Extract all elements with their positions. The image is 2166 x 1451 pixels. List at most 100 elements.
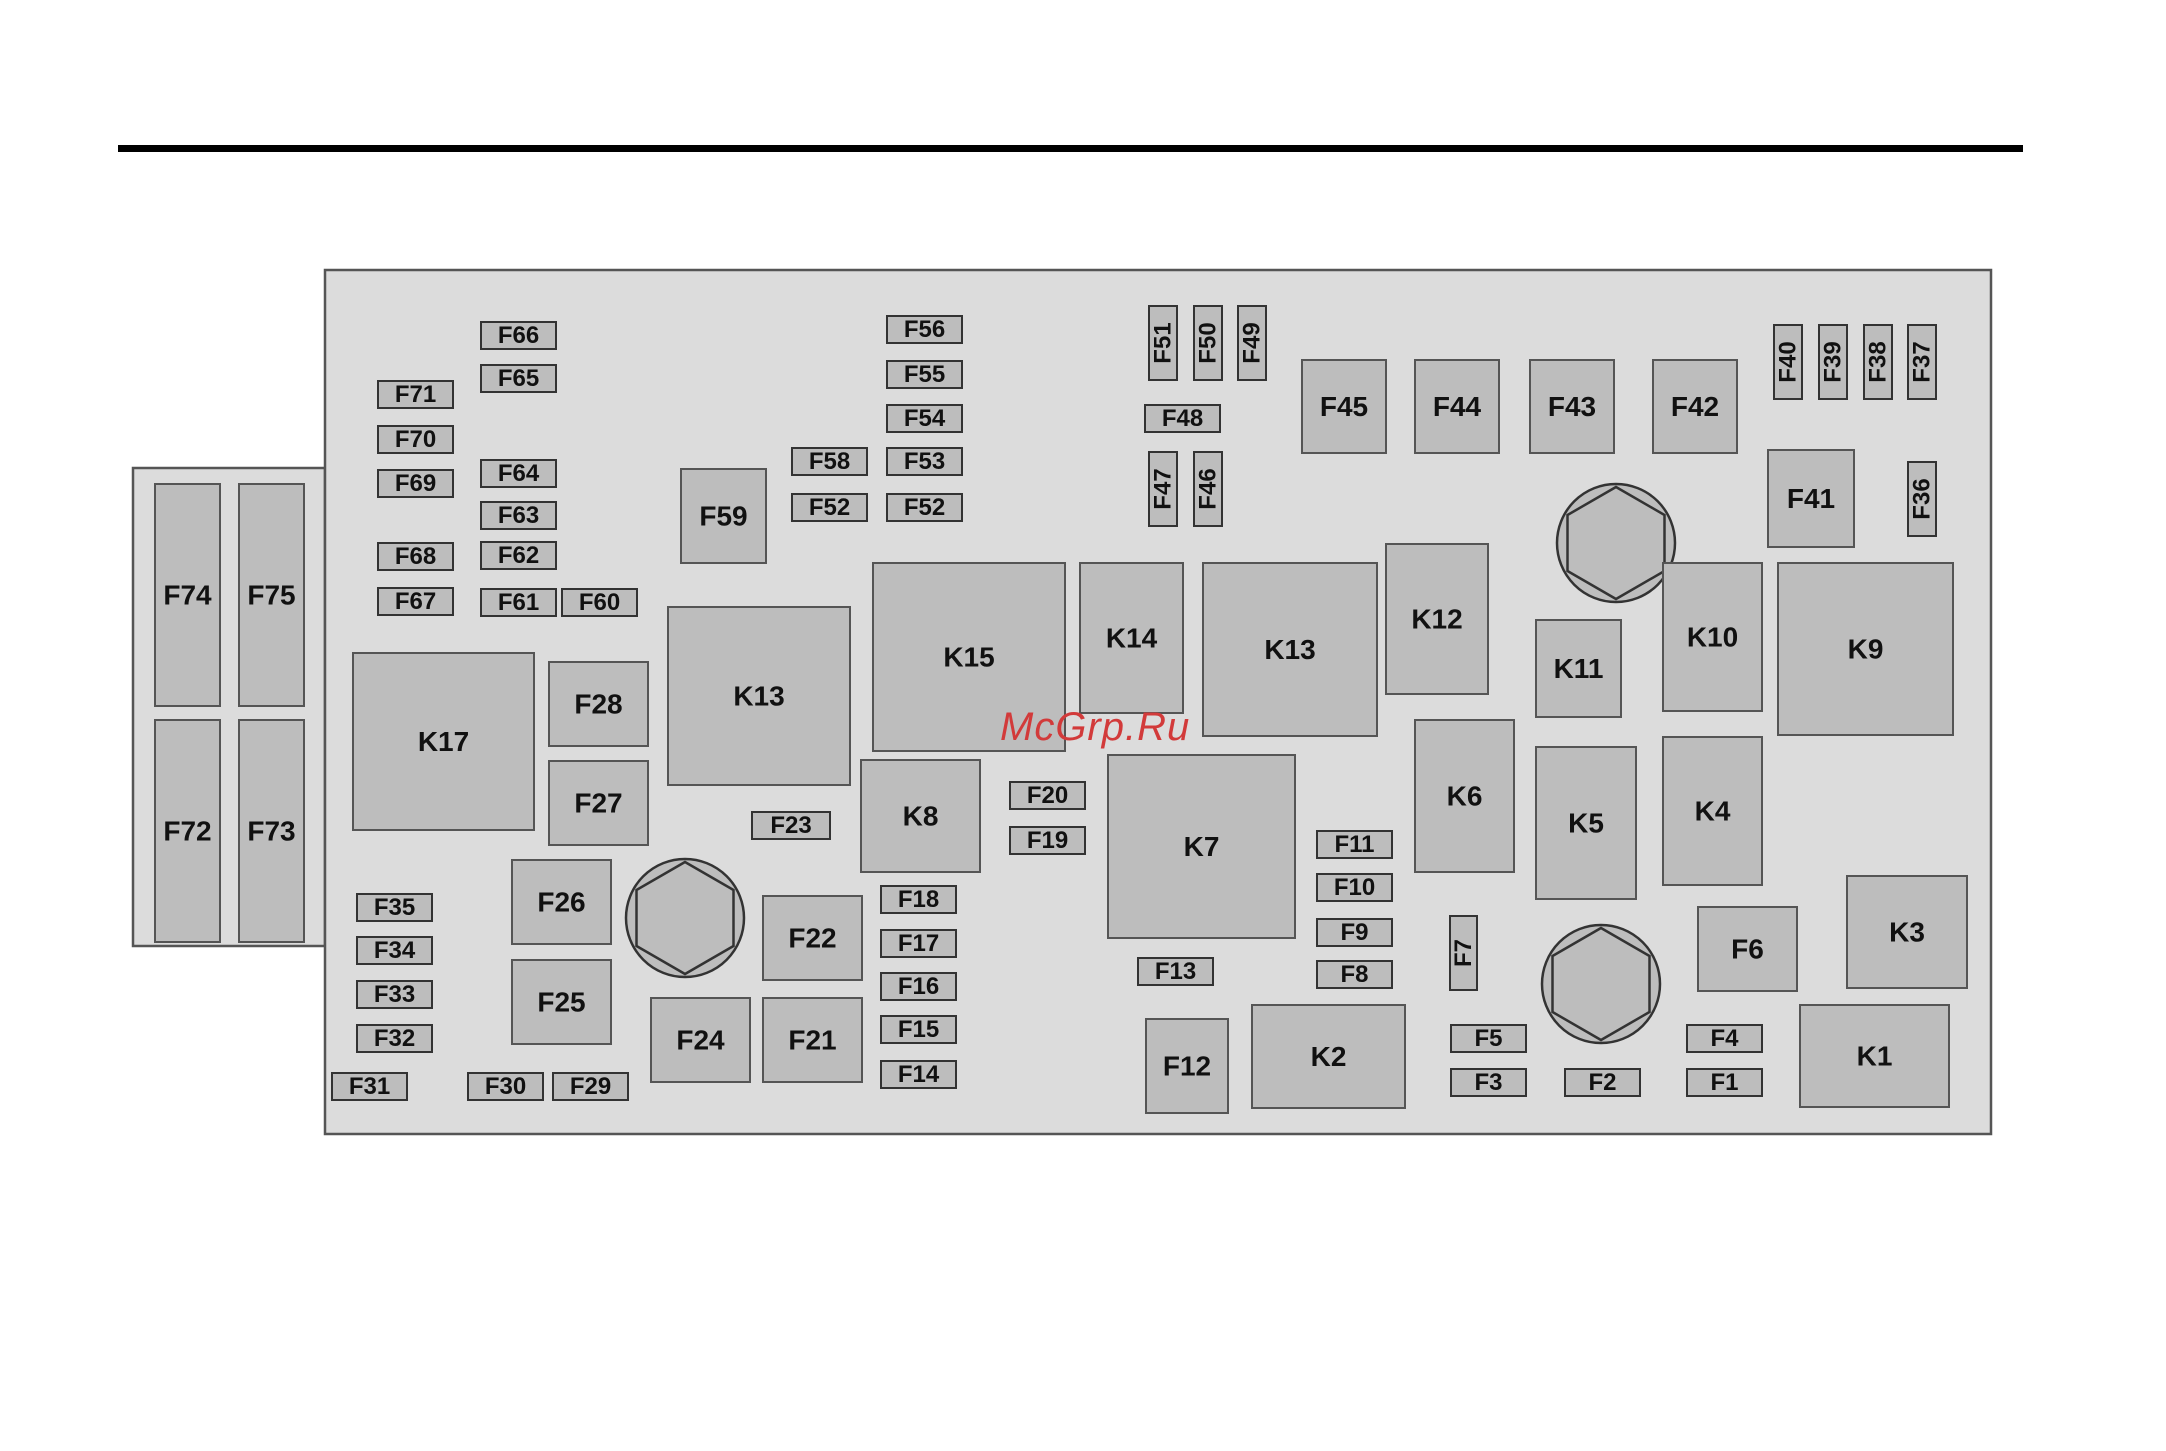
- component-outline: [238, 719, 305, 943]
- component-label: F67: [395, 588, 436, 615]
- component-label: F6: [1731, 934, 1764, 965]
- component-label: F48: [1162, 405, 1203, 432]
- component-f2: F2: [1564, 1068, 1641, 1097]
- component-outline: [1251, 1004, 1406, 1109]
- component-outline: [886, 360, 963, 389]
- component-label: F17: [898, 930, 939, 957]
- component-f29: F29: [552, 1072, 629, 1101]
- component-outline: [1144, 404, 1221, 433]
- component-f55: F55: [886, 360, 963, 389]
- component-label: K4: [1695, 796, 1731, 827]
- component-k4: K4: [1662, 736, 1763, 886]
- component-f75: F75: [238, 483, 305, 707]
- component-outline: [356, 980, 433, 1009]
- component-label: F34: [374, 937, 416, 964]
- component-label: F31: [349, 1073, 390, 1100]
- component-outline: [1450, 1024, 1527, 1053]
- component-f62: F62: [480, 541, 557, 570]
- component-label: F47: [1150, 468, 1177, 509]
- component-outline: [480, 541, 557, 570]
- component-outline: [1662, 562, 1763, 712]
- component-label: F32: [374, 1025, 415, 1052]
- component-f73: F73: [238, 719, 305, 943]
- component-outline: [548, 760, 649, 846]
- component-label: K8: [903, 801, 939, 832]
- component-label: K13: [1264, 634, 1315, 665]
- component-f10: F10: [1316, 873, 1393, 902]
- component-label: F75: [247, 580, 295, 611]
- component-f3: F3: [1450, 1068, 1527, 1097]
- component-outline: [561, 588, 638, 617]
- component-f63: F63: [480, 501, 557, 530]
- component-label: F23: [770, 812, 811, 839]
- component-outline: [762, 895, 863, 981]
- component-label: F73: [247, 816, 295, 847]
- component-label: K14: [1106, 623, 1158, 654]
- component-f41: F41: [1767, 449, 1855, 548]
- component-label: F29: [570, 1073, 611, 1100]
- component-outline: [154, 719, 221, 943]
- component-label: F52: [904, 494, 945, 521]
- component-outline: [1193, 305, 1223, 381]
- component-f30: F30: [467, 1072, 544, 1101]
- component-f12: F12: [1145, 1018, 1229, 1114]
- component-f72: F72: [154, 719, 221, 943]
- component-label: F18: [898, 886, 939, 913]
- component-f69: F69: [377, 469, 454, 498]
- component-label: F21: [788, 1025, 836, 1056]
- component-f24: F24: [650, 997, 751, 1083]
- component-f6: F6: [1697, 906, 1798, 992]
- component-outline: [886, 315, 963, 344]
- component-outline: [1799, 1004, 1950, 1108]
- component-f14: F14: [880, 1060, 957, 1089]
- component-outline: [1449, 915, 1478, 991]
- component-outline: [762, 997, 863, 1083]
- component-outline: [880, 1060, 957, 1089]
- component-f16: F16: [880, 972, 957, 1001]
- watermark: McGrp.Ru: [1000, 705, 1191, 749]
- component-f74: F74: [154, 483, 221, 707]
- component-label: F69: [395, 470, 436, 497]
- component-label: F70: [395, 426, 436, 453]
- component-outline: [886, 404, 963, 433]
- component-f26: F26: [511, 859, 612, 945]
- component-label: F16: [898, 973, 939, 1000]
- component-label: F25: [537, 987, 585, 1018]
- component-label: F44: [1433, 391, 1482, 422]
- component-label: F61: [498, 589, 539, 616]
- component-f50: F50: [1193, 305, 1223, 381]
- component-label: F11: [1334, 831, 1374, 858]
- component-label: F45: [1320, 391, 1368, 422]
- component-f32: F32: [356, 1024, 433, 1053]
- component-outline: [1316, 918, 1393, 947]
- component-outline: [1148, 305, 1178, 381]
- component-label: F51: [1150, 322, 1177, 363]
- component-outline: [1145, 1018, 1229, 1114]
- component-outline: [751, 811, 831, 840]
- component-f52: F52: [886, 493, 963, 522]
- component-f36: F36: [1907, 461, 1937, 537]
- component-outline: [1450, 1068, 1527, 1097]
- component-label: K5: [1568, 808, 1604, 839]
- component-label: F30: [485, 1073, 526, 1100]
- component-f21: F21: [762, 997, 863, 1083]
- component-f23: F23: [751, 811, 831, 840]
- component-label: K13: [733, 681, 784, 712]
- component-f49: F49: [1237, 305, 1267, 381]
- component-f28: F28: [548, 661, 649, 747]
- component-outline: [650, 997, 751, 1083]
- component-outline: [552, 1072, 629, 1101]
- component-f40: F40: [1773, 324, 1803, 400]
- component-outline: [1652, 359, 1738, 454]
- component-outline: [1009, 826, 1086, 855]
- component-f18: F18: [880, 885, 957, 914]
- component-f53: F53: [886, 447, 963, 476]
- component-label: F19: [1027, 827, 1068, 854]
- component-outline: [1846, 875, 1968, 989]
- component-f5: F5: [1450, 1024, 1527, 1053]
- component-outline: [1686, 1068, 1763, 1097]
- component-label: K1: [1857, 1041, 1893, 1072]
- component-label: F2: [1588, 1069, 1616, 1096]
- component-label: F66: [498, 322, 539, 349]
